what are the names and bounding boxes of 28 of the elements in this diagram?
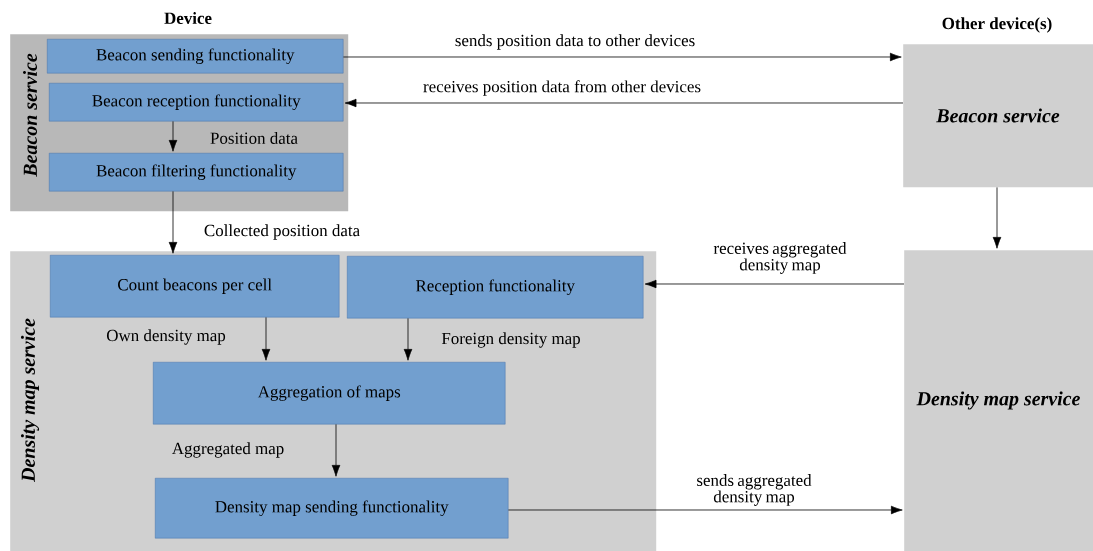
- edge-label: Own density map: [106, 329, 226, 345]
- arrow: [168, 121, 178, 152]
- arrow: [992, 187, 1002, 249]
- arrow: [403, 318, 413, 361]
- edge-label: receives aggregated density map: [713, 242, 847, 274]
- process-box: Count beacons per cell: [50, 255, 340, 318]
- arrow: [331, 424, 341, 477]
- process-box: Beacon reception functionality: [49, 83, 344, 122]
- arrow: [261, 317, 271, 361]
- remote-service-box: Density map service: [904, 250, 1093, 551]
- process-box: Reception functionality: [347, 256, 644, 319]
- arrow: [168, 191, 178, 254]
- arrow: [644, 279, 905, 289]
- process-box: Beacon filtering functionality: [49, 153, 344, 192]
- edge-label: receives position data from other devices: [423, 80, 701, 96]
- edge-label: Aggregated map: [172, 442, 284, 458]
- process-box: Beacon sending functionality: [47, 39, 344, 74]
- remote-service-box: Beacon service: [903, 44, 1093, 188]
- edge-label: Foreign density map: [441, 332, 580, 348]
- edge-label: sends aggregated density map: [697, 474, 812, 506]
- edge-label: Collected position data: [204, 224, 360, 240]
- process-box: Density map sending functionality: [155, 478, 509, 539]
- process-box: Aggregation of maps: [153, 362, 506, 425]
- arrow: [343, 52, 902, 62]
- edge-label: Position data: [210, 132, 298, 144]
- arrow: [508, 505, 903, 515]
- arrow: [344, 98, 904, 108]
- edge-label: sends position data to other devices: [455, 34, 695, 50]
